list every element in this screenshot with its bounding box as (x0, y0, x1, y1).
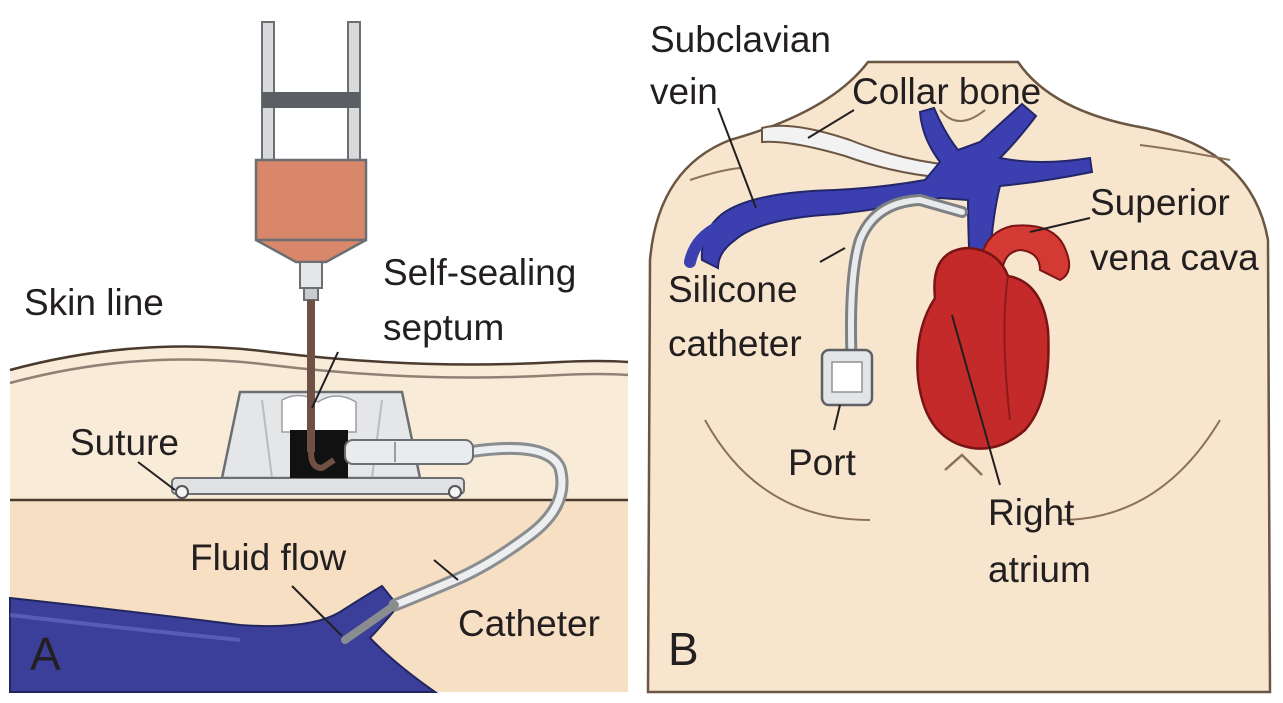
label-catheter-a: Catheter (458, 603, 600, 644)
port-outlet (345, 440, 473, 464)
self-sealing-septum (282, 395, 356, 432)
label-fluid-flow: Fluid flow (190, 537, 347, 578)
label-catheter-b: catheter (668, 323, 802, 364)
label-suture: Suture (70, 422, 179, 463)
panel-letter-a: A (30, 628, 61, 680)
label-collar-bone: Collar bone (852, 71, 1041, 112)
label-vein: vein (650, 71, 718, 112)
label-right: Right (988, 492, 1075, 533)
port-reservoir (290, 430, 348, 478)
label-subclavian: Subclavian (650, 19, 831, 60)
port-base (172, 478, 464, 494)
suture-knot-right (449, 486, 461, 498)
label-silicone: Silicone (668, 269, 798, 310)
label-superior: Superior (1090, 182, 1230, 223)
panel-b: Subclavian vein Collar bone Superior ven… (648, 19, 1270, 692)
label-self-sealing: Self-sealing (383, 252, 576, 293)
label-port: Port (788, 442, 857, 483)
label-skin-line: Skin line (24, 282, 164, 323)
label-vena-cava: vena cava (1090, 237, 1259, 278)
label-septum: septum (383, 307, 504, 348)
panel-letter-b: B (668, 623, 699, 675)
syringe-barrel (256, 160, 366, 240)
label-atrium: atrium (988, 549, 1091, 590)
suture-knot-left (176, 486, 188, 498)
panel-a: Skin line Self-sealing septum Suture Flu… (10, 22, 628, 692)
